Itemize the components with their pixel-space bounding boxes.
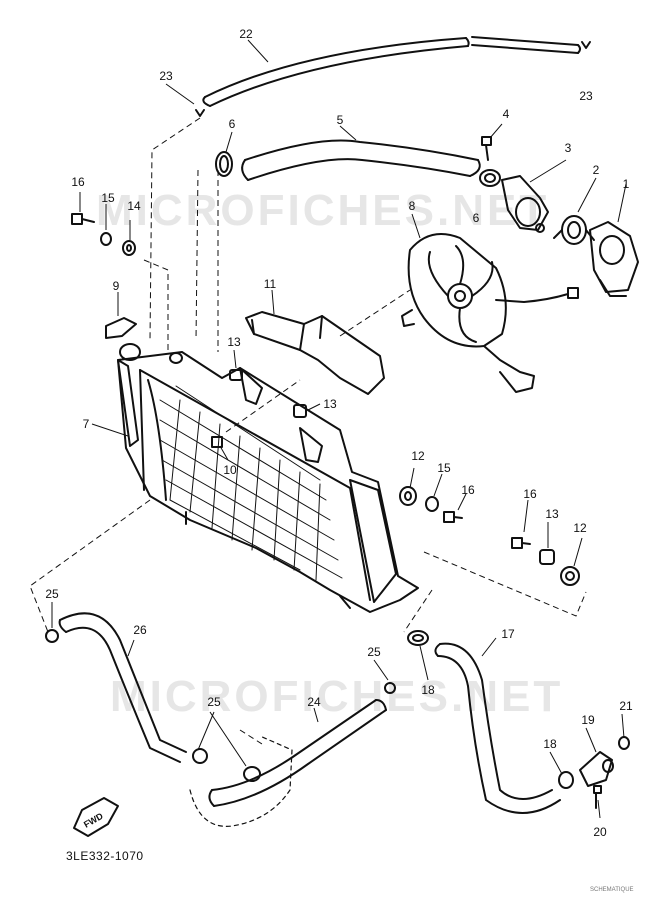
callout-8: 8 [409,199,416,213]
callout-19: 19 [581,713,595,727]
hose-clamp-18-upper [407,630,429,646]
lower-left-hose [58,612,187,763]
overflow-hose [202,36,581,107]
callout-24: 24 [307,695,321,709]
dashed-hose-outline [189,735,293,827]
thermostat [553,215,595,245]
upper-hose [241,139,481,181]
collar-15-radiator [425,496,439,512]
fitting-bolt [593,785,602,809]
callout-18: 18 [421,683,435,697]
callout-5: 5 [337,113,344,127]
hose-fitting [579,751,614,787]
hose-clamp-upper-right [479,169,501,187]
cooling-fan [401,233,579,393]
callout-15: 15 [101,191,115,205]
grommet-13-middle [293,404,307,418]
hose-clip-23-right [581,41,591,49]
callout-16: 16 [71,175,85,189]
grommet-13-right [539,549,555,565]
callout-16: 16 [461,483,475,497]
assembly-guides [29,117,587,745]
o-ring [618,736,630,750]
callout-22: 22 [239,27,253,41]
collar-15-left [100,232,112,246]
hose-clip-23-left [195,109,205,117]
radiator-mount-tab [239,367,323,463]
drawing-code: 3LE332-1070 [66,849,144,863]
callout-25: 25 [367,645,381,659]
hose-clamp-18-lower [558,771,574,789]
callout-4: 4 [503,107,510,121]
callout-6: 6 [229,117,236,131]
radiator-core [117,343,419,613]
callout-2: 2 [593,163,600,177]
radiator-cap-plate [105,317,137,339]
callout-leaders [51,39,627,819]
corner-mark: SCHEMATIQUE [590,887,634,893]
grommet-13-upper [229,369,243,381]
callout-11: 11 [264,277,277,291]
callout-13: 13 [227,335,241,349]
callout-13: 13 [545,507,559,521]
hose-clamp-25-lower [192,748,208,764]
callout-26: 26 [133,623,147,637]
callout-9: 9 [113,279,120,293]
callout-18: 18 [543,737,557,751]
bolt-16-right [511,537,531,549]
watermark-top: MICROFICHES.NET [96,186,550,235]
callout-14: 14 [127,199,141,213]
bolt-16-radiator [443,511,463,523]
grommet-14 [122,240,136,256]
callout-1: 1 [623,177,630,191]
callout-20: 20 [593,825,607,839]
callout-25: 25 [45,587,59,601]
nut-10 [211,436,223,448]
fwd-arrow [73,797,119,837]
callout-12: 12 [573,521,587,535]
callout-10: 10 [223,463,237,477]
callout-17: 17 [501,627,515,641]
hose-clamp-25-middle [243,682,396,782]
bolt-16-left [71,213,95,225]
callout-7: 7 [83,417,90,431]
grommet-12-right [560,566,580,586]
callout-12: 12 [411,449,425,463]
lower-middle-hose [208,699,387,807]
hose-clamp-25-left [45,629,59,643]
thermostat-housing [589,221,639,297]
callout-25: 25 [207,695,221,709]
thermostat-cover [501,175,549,233]
lower-right-hose [434,642,561,814]
callout-23: 23 [579,89,593,103]
callout-13: 13 [323,397,337,411]
callout-3: 3 [565,141,572,155]
callout-21: 21 [619,699,633,713]
radiator-cover-strip [245,311,385,395]
callout-16: 16 [523,487,537,501]
callout-6: 6 [473,211,480,225]
hose-clamp-upper-left [215,151,233,177]
radiator-fins [159,385,343,581]
callout-23: 23 [159,69,173,83]
thermostat-bolt [481,136,492,161]
callout-15: 15 [437,461,451,475]
grommet-12-radiator [399,486,417,506]
